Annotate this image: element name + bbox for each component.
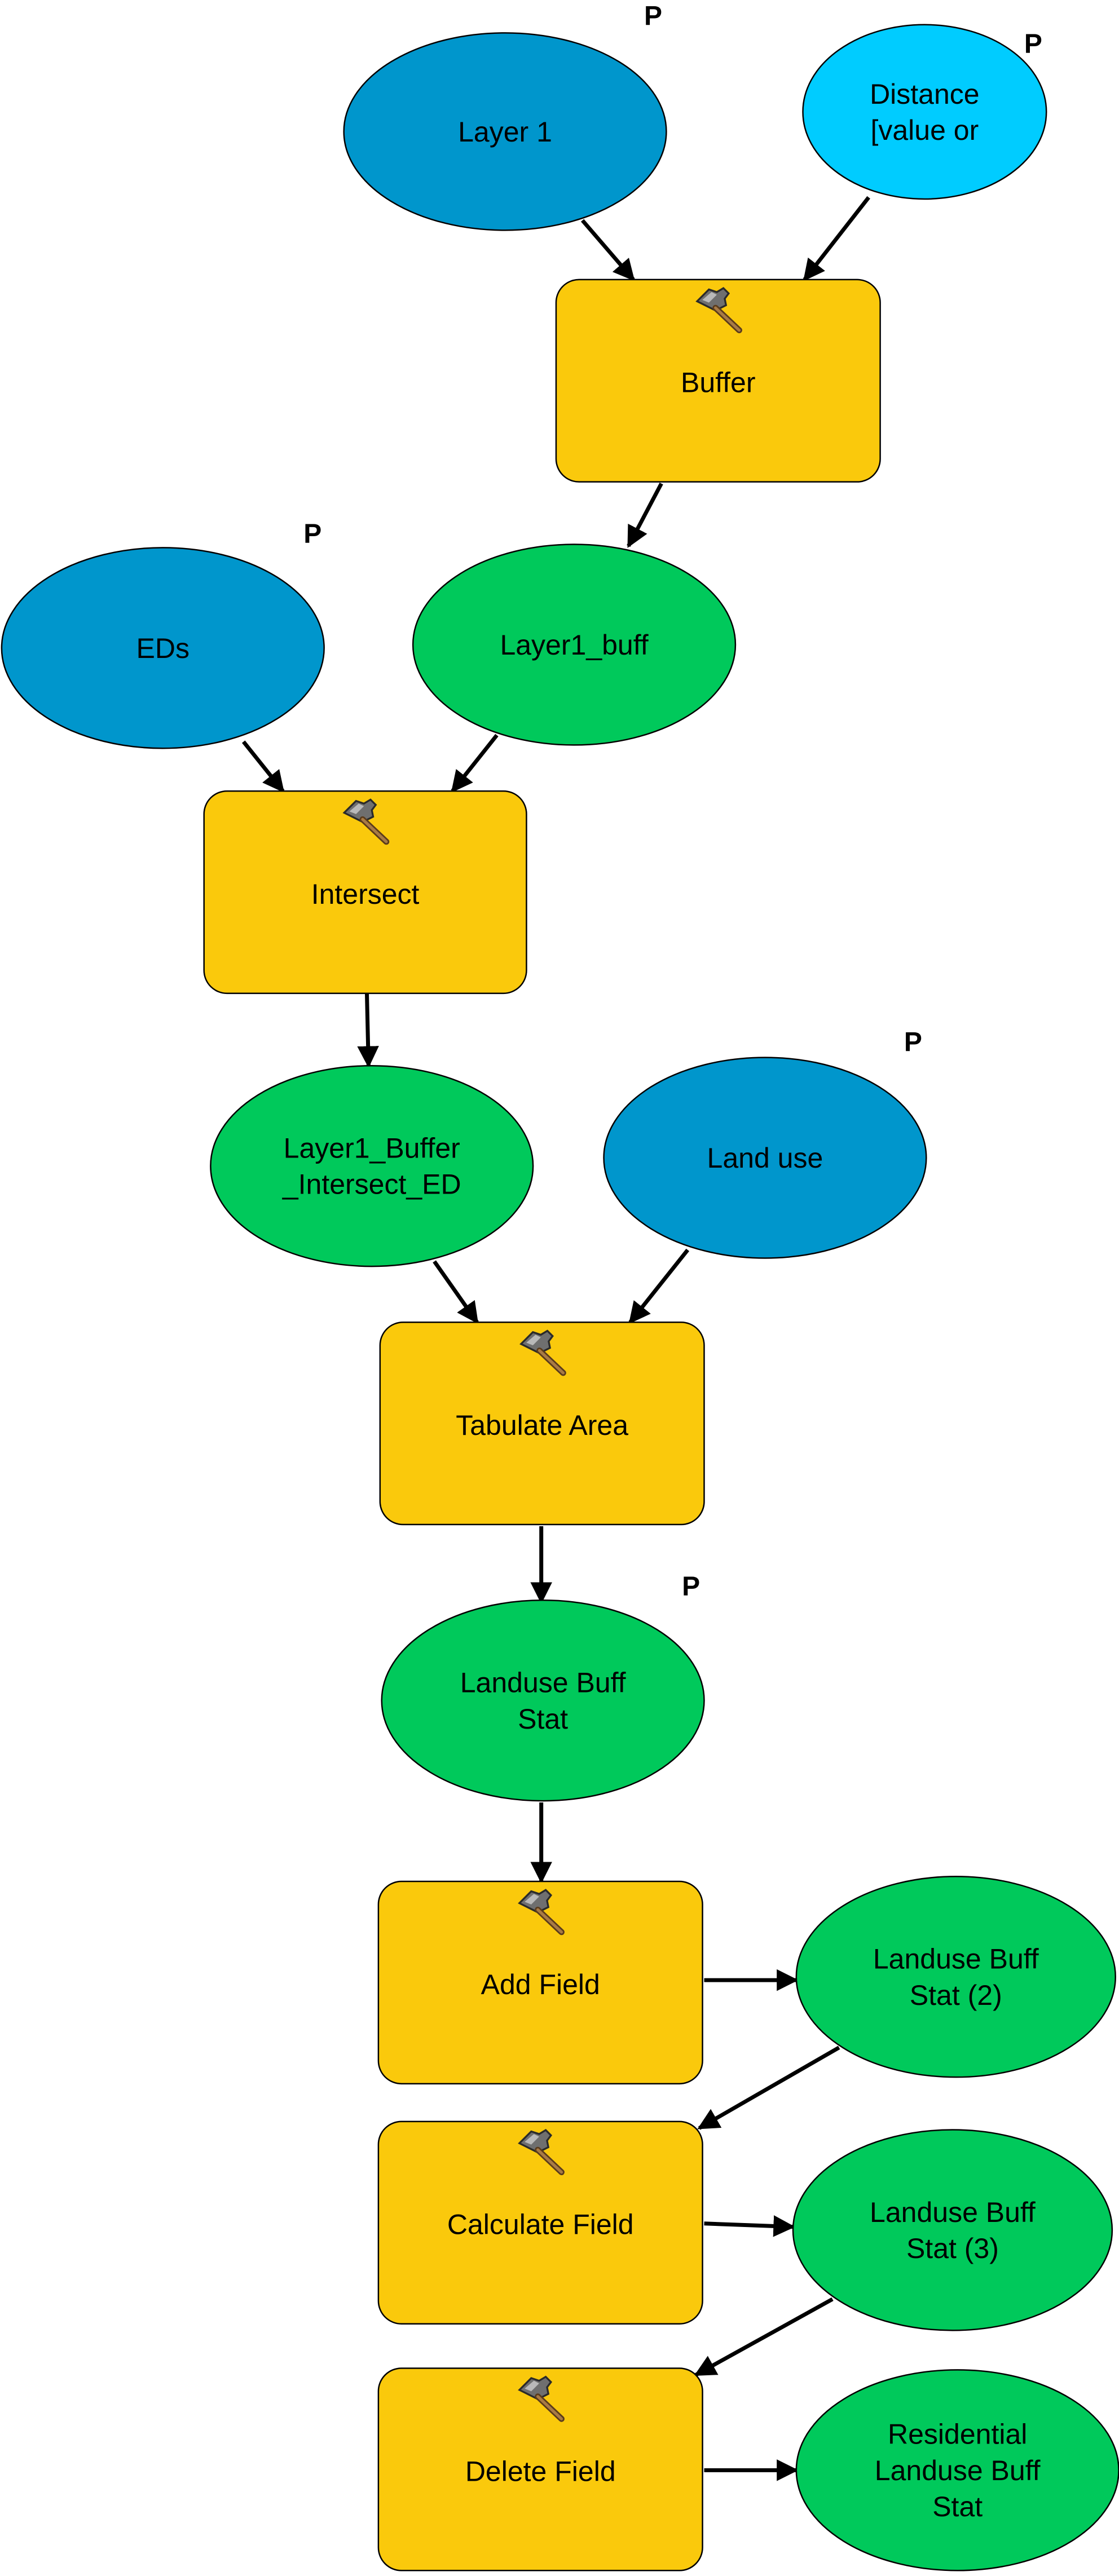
connectors-layer (241, 196, 870, 2481)
connector-land-use-to-tabulate-area[interactable] (628, 1248, 690, 1324)
node-label: Layer 1 (458, 116, 552, 148)
connector-distance-to-buffer[interactable] (803, 196, 870, 281)
node-distance[interactable]: Distance[value or P (802, 24, 1047, 200)
node-label: Delete Field (465, 2455, 616, 2487)
connector-landuse-buff-stat-3-to-delete-field[interactable] (694, 2297, 834, 2377)
parameter-marker: P (303, 519, 321, 549)
node-label: EDs (136, 633, 190, 664)
data-ellipse[interactable] (343, 32, 667, 231)
node-add-field[interactable]: Add Field (377, 1880, 703, 2085)
connector-layer1-buffer-intersect-ed-to-tabulate-area[interactable] (433, 1260, 479, 1324)
connector-calculate-field-to-landuse-buff-stat-3[interactable] (704, 2215, 795, 2237)
connector-eds-to-intersect[interactable] (241, 740, 285, 793)
data-ellipse[interactable] (795, 1876, 1116, 2078)
data-ellipse[interactable] (381, 1599, 705, 1802)
node-layer1-buff[interactable]: Layer1_buff (412, 544, 737, 746)
node-layer1[interactable]: Layer 1 P (343, 1, 667, 231)
node-label: Calculate Field (447, 2209, 634, 2241)
connector-layer1-buff-to-intersect[interactable] (451, 734, 499, 793)
data-ellipse[interactable] (1, 547, 325, 749)
node-label: Layer1_buff (500, 629, 648, 661)
parameter-marker: P (682, 1571, 700, 1601)
node-calculate-field[interactable]: Calculate Field (377, 2120, 703, 2325)
node-intersect[interactable]: Intersect (203, 790, 527, 995)
node-eds[interactable]: EDs P (1, 519, 325, 749)
node-tabulate-area[interactable]: Tabulate Area (379, 1322, 705, 1526)
tool-box[interactable] (377, 1880, 703, 2085)
node-layer1-buffer-intersect-ed[interactable]: Layer1_Buffer_Intersect_ED (210, 1064, 534, 1267)
parameter-marker: P (1024, 29, 1042, 59)
tool-box[interactable] (555, 279, 881, 483)
node-label: Land use (707, 1142, 823, 1174)
node-land-use[interactable]: Land use P (603, 1027, 927, 1259)
node-label: Layer1_Buffer_Intersect_ED (282, 1133, 461, 1200)
node-label: Add Field (481, 1969, 600, 2000)
connector-buffer-to-layer1-buff[interactable] (627, 482, 663, 548)
node-delete-field[interactable]: Delete Field (377, 2367, 703, 2571)
node-label: Distance[value or (870, 78, 980, 146)
node-buffer[interactable]: Buffer (555, 279, 881, 483)
connector-landuse-buff-stat-2-to-calculate-field[interactable] (697, 2045, 840, 2130)
parameter-marker: P (904, 1027, 922, 1057)
tool-box[interactable] (379, 1322, 705, 1526)
tool-box[interactable] (377, 2367, 703, 2571)
node-label: Intersect (311, 878, 420, 910)
node-label: Buffer (681, 367, 756, 399)
node-label: Tabulate Area (456, 1409, 628, 1441)
parameter-marker: P (644, 1, 662, 31)
tool-box[interactable] (377, 2120, 703, 2325)
data-ellipse[interactable] (792, 2129, 1113, 2331)
data-ellipse[interactable] (210, 1064, 534, 1267)
data-ellipse[interactable] (412, 544, 737, 746)
data-ellipse[interactable] (802, 24, 1047, 200)
connector-layer1-to-buffer[interactable] (580, 219, 635, 281)
connector-intersect-to-layer1-buffer-intersect-ed[interactable] (357, 993, 379, 1068)
data-ellipse[interactable] (603, 1057, 927, 1259)
tool-box[interactable] (203, 790, 527, 995)
